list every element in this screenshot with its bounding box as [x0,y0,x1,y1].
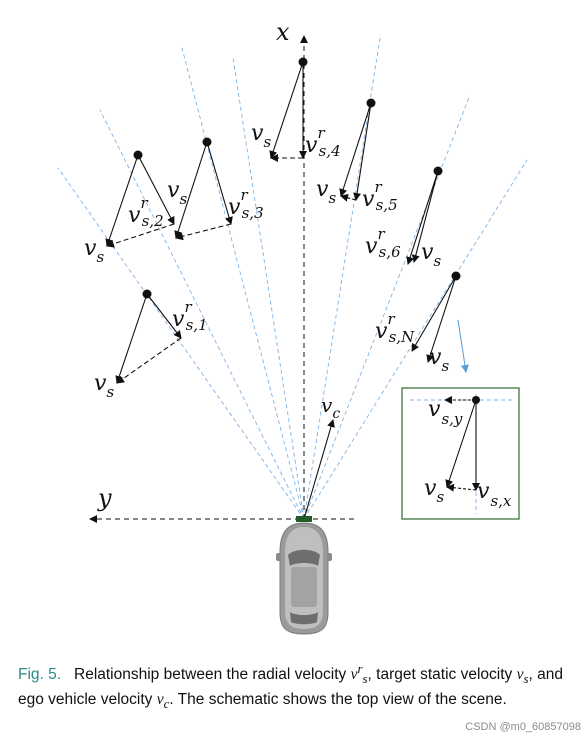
target-1 [115,289,182,384]
radar-rays [57,37,528,520]
label-vs-1: vs [94,371,114,401]
caption-var-vc: vc [156,691,170,712]
x-axis-label: x [276,18,290,46]
target-4 [269,57,308,162]
label-vs-inset: vs [424,476,444,506]
figure-label: Fig. 5. [18,666,62,684]
label-vs-4: vs [251,121,271,151]
caption-text-3: , and ego vehicle velocity [18,666,563,709]
caption-var-vs: vs [516,666,529,687]
label-vs-n: vs [429,345,449,375]
caption-var-vr: vrs [350,661,368,687]
target-3 [174,137,233,241]
axes [89,35,354,523]
figure-caption: Fig. 5. Relationship between the radial … [18,658,578,714]
radar-sensor [296,516,312,522]
label-vs-2: vs [84,236,104,266]
caption-text-4: . The schematic shows the top view of th… [169,691,507,709]
target-5 [339,98,376,202]
caption-text-2: , target static velocity [367,666,517,684]
label-vs-6: vs [421,240,441,270]
inset-pointer-arrow [457,319,469,373]
caption-text-1: Relationship between the radial velocity [74,666,351,684]
ego-velocity-label: vc [321,393,340,422]
decomposition-inset [401,387,520,520]
label-vs-x: vs,x [477,479,512,510]
label-vs-3: vs [167,178,187,208]
ego-velocity-arrow [303,419,335,520]
watermark: CSDN @m0_60857098 [465,721,581,733]
target-2 [105,150,175,248]
ego-vehicle [276,516,332,635]
label-vs-5: vs [316,177,336,207]
target-n [411,271,461,363]
label-vs-y: vs,y [428,397,463,428]
y-axis-label: y [97,484,112,512]
target-6 [406,166,443,265]
